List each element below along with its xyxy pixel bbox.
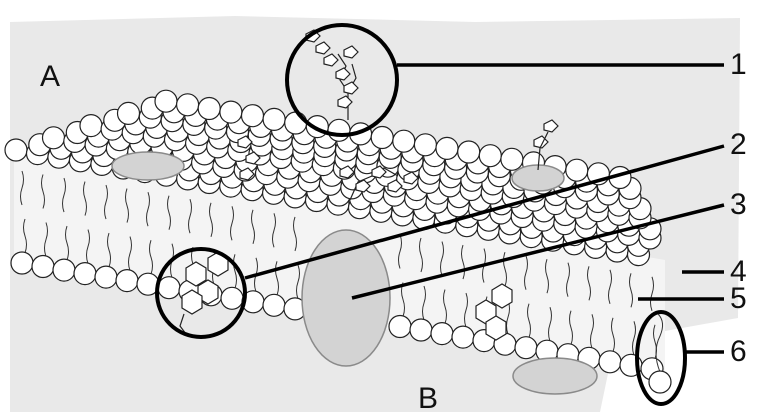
phospholipid-head bbox=[53, 259, 75, 281]
phospholipid-head bbox=[410, 319, 432, 341]
phospholipid-head bbox=[501, 148, 523, 170]
phospholipid-head bbox=[80, 115, 102, 137]
phospholipid-head bbox=[393, 130, 415, 152]
phospholipid-head bbox=[436, 137, 458, 159]
callout-label-1: 1 bbox=[730, 50, 747, 80]
phospholipid-head bbox=[242, 105, 264, 127]
phospholipid-head bbox=[155, 90, 177, 112]
side-label-top: A bbox=[40, 62, 60, 92]
phospholipid-head bbox=[198, 98, 220, 120]
phospholipid-head bbox=[566, 159, 588, 181]
phospholipid-head bbox=[220, 101, 242, 123]
phospholipid-head bbox=[371, 127, 393, 149]
phospholipid-head bbox=[431, 323, 453, 345]
phospholipid-head bbox=[74, 263, 96, 285]
phospholipid-head bbox=[11, 252, 33, 274]
phospholipid-head bbox=[43, 127, 65, 149]
phospholipid-head bbox=[599, 351, 621, 373]
phospholipid-head bbox=[263, 294, 285, 316]
callout-label-3: 3 bbox=[730, 190, 747, 220]
phospholipid-head bbox=[414, 134, 436, 156]
callout-label-6: 6 bbox=[730, 337, 747, 367]
phospholipid-head bbox=[32, 256, 54, 278]
side-label-bottom: B bbox=[418, 384, 438, 414]
phospholipid-head bbox=[479, 145, 501, 167]
phospholipid-head bbox=[263, 108, 285, 130]
callout-label-2: 2 bbox=[730, 130, 747, 160]
phospholipid-head bbox=[285, 112, 307, 134]
phospholipid-head bbox=[118, 102, 140, 124]
peripheral-protein-bottom bbox=[513, 358, 597, 394]
phospholipid-head bbox=[221, 287, 243, 309]
phospholipid-head bbox=[95, 266, 117, 288]
phospholipid-head bbox=[515, 337, 537, 359]
phospholipid-head bbox=[158, 277, 180, 299]
phospholipid-head bbox=[458, 141, 480, 163]
phospholipid-head bbox=[5, 139, 27, 161]
phospholipid-head bbox=[389, 316, 411, 338]
surface-protein-left bbox=[112, 152, 184, 180]
phospholipid-head bbox=[328, 119, 350, 141]
phospholipid-head bbox=[116, 270, 138, 292]
phospholipid-head bbox=[452, 326, 474, 348]
phospholipid-head bbox=[177, 94, 199, 116]
callout-label-5: 5 bbox=[730, 284, 747, 314]
